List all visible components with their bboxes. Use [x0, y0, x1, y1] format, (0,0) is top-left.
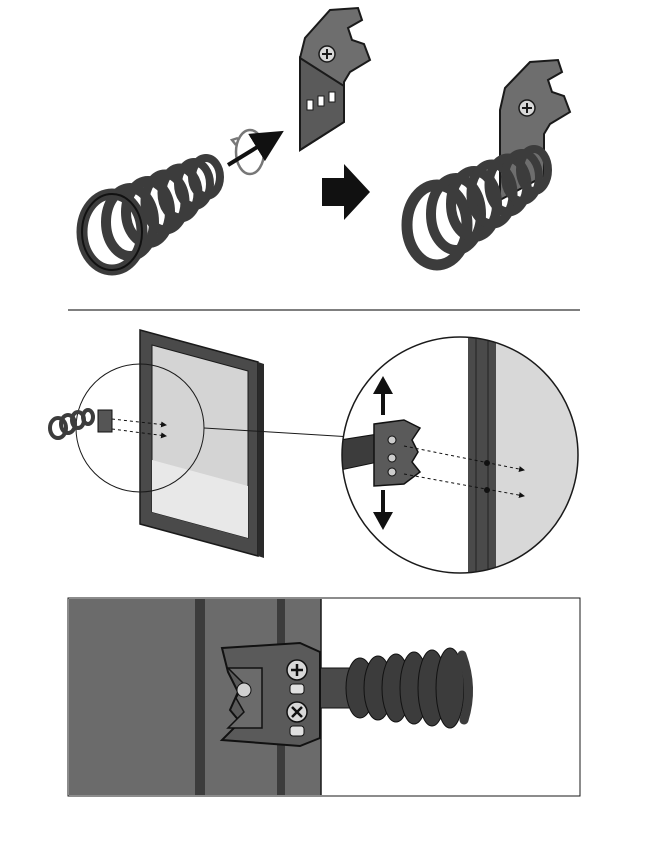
step-1-panel: [76, 6, 572, 276]
bracket-small: [97, 409, 113, 433]
spring-small: [48, 408, 95, 440]
spring-installed: [319, 647, 474, 729]
next-step-arrow-icon: [322, 164, 370, 220]
step-2-panel: [48, 329, 579, 574]
up-arrow-icon: [373, 376, 393, 415]
screw-icon: [518, 99, 536, 117]
screw-icon: [286, 701, 308, 723]
screw-icon: [286, 659, 308, 681]
insert-arrow-icon: [226, 130, 284, 167]
step-3-panel: [67, 597, 581, 797]
door-frame: [139, 329, 264, 558]
down-arrow-icon: [373, 490, 393, 530]
callout-leader: [203, 427, 353, 438]
bracket-detached: [299, 6, 372, 152]
spring-left: [76, 154, 224, 276]
screw-icon: [318, 45, 336, 63]
bracket-installed: [219, 641, 321, 748]
spring-assembled: [401, 58, 572, 271]
wall-panel: [69, 599, 195, 795]
